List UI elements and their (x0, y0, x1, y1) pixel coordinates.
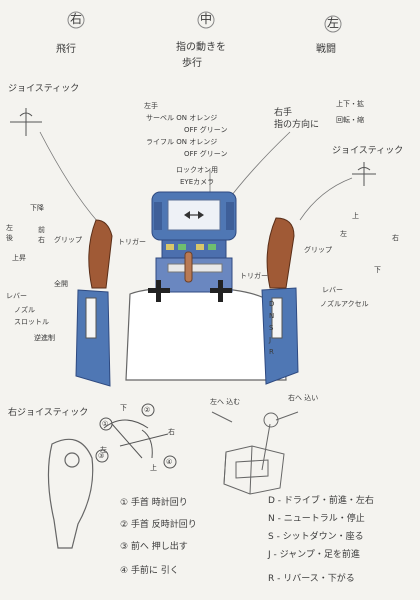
left-mode-label: 戦闘 (316, 44, 336, 55)
left-trigger-label: トリガー (118, 238, 146, 246)
right-finger-label: 指の方向に (274, 120, 320, 130)
center-header-circle (197, 11, 215, 29)
right-cross-arrow-icon (352, 162, 376, 186)
left-throttle-label: スロットル (14, 318, 49, 326)
right-mode-label: 飛行 (56, 44, 76, 55)
left-right-label: 右 (38, 236, 45, 244)
right-joystick-label: ジョイスティック (332, 146, 404, 156)
center-note-1: 左手 (144, 102, 158, 110)
bottom-left-item-1: ① 手首 時計回り (120, 498, 188, 508)
push-left-label: 左へ 込む (210, 398, 241, 406)
right-lever-label: レバー (322, 286, 343, 294)
left-up-label: 上昇 (12, 254, 26, 262)
left-back-label: 後 (6, 234, 13, 242)
bottom-left-item-3: ③ 前へ 押し出す (120, 542, 188, 552)
center-note-7: EYEカメラ (180, 178, 215, 186)
bottom-left-item-2: ② 手首 反時計回り (120, 520, 197, 530)
left-header-circle (324, 15, 342, 33)
legend-r: R - リバース・下がる (268, 574, 355, 584)
legend-s: S - シットダウン・座る (268, 532, 364, 542)
gear-mark-s: S (269, 324, 274, 332)
legend-j: J - ジャンプ・足を前進 (268, 550, 360, 560)
left-circle-label: 左 (327, 16, 340, 30)
right-up-out-label: 上下・拡 (336, 100, 364, 108)
foot-pedal-icons (148, 280, 232, 302)
left-left-label: 左 (6, 224, 13, 232)
left-reverse-label: 逆進制 (34, 334, 55, 342)
bottom-left-n1: ① (102, 420, 109, 428)
left-lever-assembly (75, 219, 113, 387)
center-note-2: サーベル ON オレンジ (146, 114, 218, 122)
right-joystick-motion-diagram (95, 403, 177, 469)
center-mode-line-2: 歩行 (182, 58, 202, 69)
right-hand-label: 右手 (274, 108, 293, 118)
right-rotate-label: 回転・縮 (336, 116, 364, 124)
gear-mark-r: R (269, 348, 274, 356)
left-down-label: 下降 (30, 204, 44, 212)
bottom-left-right: 右 (168, 428, 175, 436)
bottom-left-title: 右ジョイスティック (8, 408, 89, 418)
joystick-sketch (47, 438, 94, 549)
center-note-6: ロックオン用 (176, 166, 218, 174)
bottom-left-down: 下 (120, 404, 127, 412)
left-cross-arrow-icon (10, 108, 42, 136)
bottom-left-left: 左 (100, 446, 107, 454)
left-front-label: 前 (38, 226, 45, 234)
gear-shifter-sketch (211, 411, 299, 495)
right-circle-label: 右 (70, 12, 83, 26)
left-grip-label: グリップ (54, 236, 82, 244)
push-right-label: 右へ 込い (288, 394, 319, 402)
center-circle-label: 中 (200, 12, 213, 26)
bottom-left-n2: ② (144, 406, 151, 414)
center-note-4: ライフル ON オレンジ (146, 138, 218, 146)
left-nozzle-label: ノズル (14, 306, 35, 314)
right-lever-assembly (261, 217, 299, 385)
bottom-left-n4: ④ (166, 458, 173, 466)
gear-mark-n: N (269, 312, 275, 320)
legend-n: N - ニュートラル・停止 (268, 514, 365, 524)
right-down-label: 下 (374, 266, 381, 274)
right-up-label: 上 (352, 212, 359, 220)
bottom-left-item-4: ④ 手前に 引く (120, 566, 179, 576)
gear-mark-d: D (269, 300, 275, 308)
legend-d: D - ドライブ・前進・左右 (268, 496, 374, 506)
center-note-3: OFF グリーン (184, 126, 228, 134)
bottom-left-n3: ③ (98, 452, 105, 460)
bottom-left-up: 上 (150, 464, 157, 472)
center-note-5: OFF グリーン (184, 150, 228, 158)
left-joystick-label: ジョイスティック (8, 84, 80, 94)
center-mode-line-1: 指の動きを (176, 42, 226, 53)
right-trigger-label: トリガー (240, 272, 268, 280)
right-header-circle (67, 11, 85, 29)
left-full-label: 全開 (54, 280, 68, 288)
center-console (151, 191, 237, 293)
right-right-label: 右 (392, 234, 399, 242)
right-nozzle-label: ノズルアクセル (320, 300, 369, 308)
right-grip-label: グリップ (304, 246, 332, 254)
gear-mark-j: J (269, 336, 272, 344)
right-left-label: 左 (340, 230, 347, 238)
left-lever-label: レバー (6, 292, 27, 300)
